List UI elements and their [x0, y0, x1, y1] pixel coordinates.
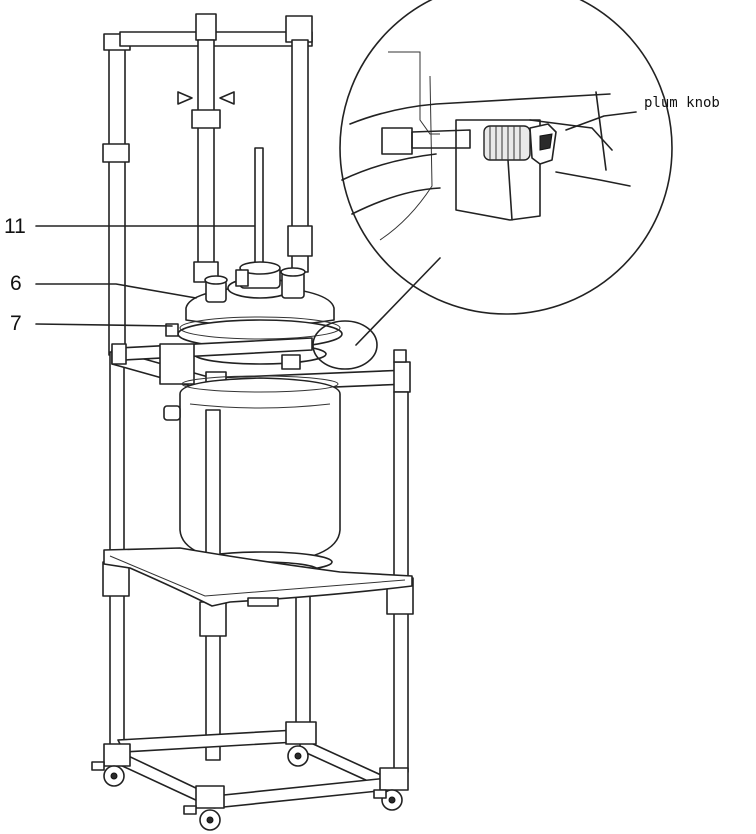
callout-11: 11: [4, 215, 26, 238]
frame-top-crossbar: [119, 13, 313, 47]
callout-7: 7: [10, 312, 22, 335]
caster-wheels: [91, 745, 403, 831]
reactor-vessel: [163, 375, 341, 579]
detail-circle: [312, 0, 673, 370]
frame-upright-rear-left: [102, 33, 131, 356]
frame-shelf: [103, 547, 413, 607]
callout-6: 6: [10, 272, 22, 295]
leader-lines: [35, 111, 637, 327]
frame-upright-rear-right-lower: [295, 591, 311, 733]
frame-base: [103, 721, 409, 809]
stirrer-shaft: [254, 147, 264, 271]
frame-upright-rear-right: [287, 39, 313, 273]
center-support-rod: [177, 39, 235, 283]
plum-knob-label: plum knob: [644, 95, 720, 111]
